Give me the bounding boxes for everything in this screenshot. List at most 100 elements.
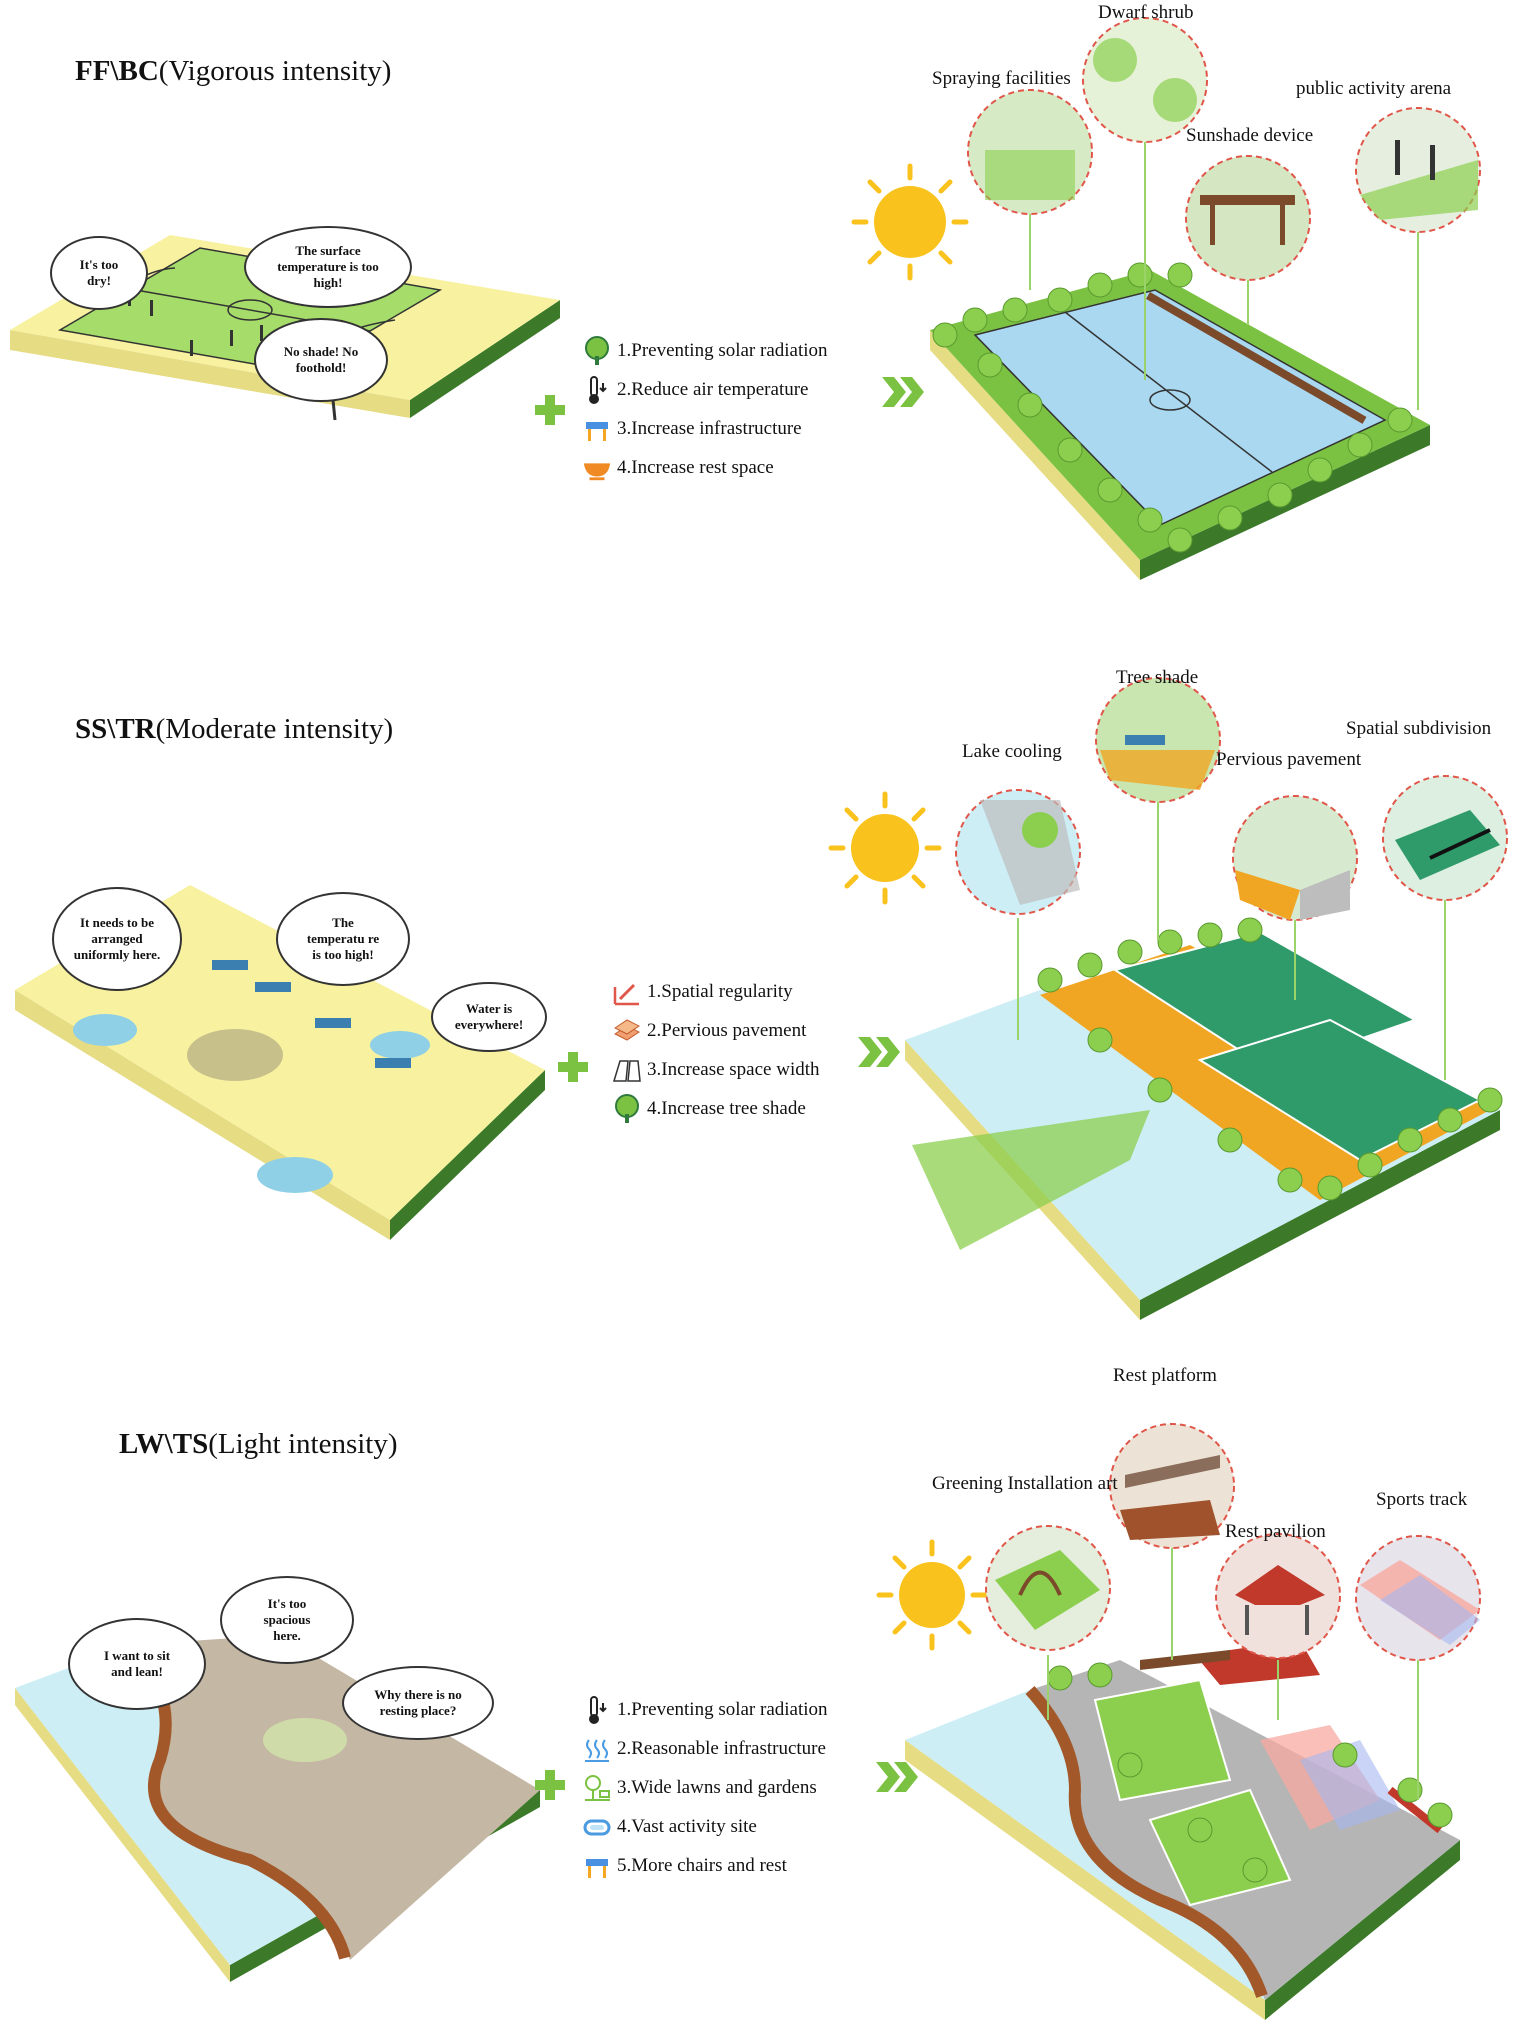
detail-circle	[1232, 795, 1358, 921]
measure-label: 2.Reasonable infrastructure	[617, 1737, 826, 1759]
section-light: LW\TS(Light intensity) I want to sit and…	[0, 1360, 1535, 2026]
callout-label: Rest platform	[1113, 1365, 1217, 1386]
detail-circle	[1355, 1535, 1481, 1661]
heat-waves-icon	[582, 1734, 612, 1764]
bubble-text: Why there is no resting place?	[374, 1686, 462, 1718]
measure-item: 4.Increase tree shade	[612, 1089, 820, 1128]
scene-moderate-after	[828, 677, 1508, 1320]
double-chevron-icon	[882, 377, 924, 407]
bubble-text: It's too spacious here.	[263, 1595, 311, 1644]
thought-bubble: It needs to be arranged uniformly here.	[52, 887, 182, 991]
track-icon	[582, 1812, 612, 1842]
measure-item: 4.Vast activity site	[582, 1807, 828, 1846]
title-intensity: (Light intensity)	[208, 1428, 398, 1460]
thought-bubble: The temperatu re is too high!	[276, 892, 410, 986]
callout-label: Spraying facilities	[932, 68, 1071, 89]
measure-item: 4.Increase rest space	[582, 448, 828, 487]
sun-icon	[828, 791, 942, 905]
bubble-text: It's too dry!	[79, 256, 119, 288]
measure-item: 2.Reduce air temperature	[582, 370, 828, 409]
measure-label: 3.Wide lawns and gardens	[617, 1776, 817, 1798]
plus-icon	[535, 395, 565, 425]
ruler-icon	[612, 977, 642, 1007]
measure-label: 1.Preventing solar radiation	[617, 339, 828, 361]
measure-item: 3.Wide lawns and gardens	[582, 1768, 828, 1807]
tree-icon	[582, 335, 612, 366]
section-moderate: SS\TR(Moderate intensity) It needs to be…	[0, 640, 1535, 1320]
measure-label: 2.Reduce air temperature	[617, 378, 809, 400]
measure-label: 1.Spatial regularity	[647, 980, 793, 1002]
callout-label: Dwarf shrub	[1098, 2, 1194, 23]
scene-light	[15, 1635, 540, 1982]
measure-label: 1.Preventing solar radiation	[617, 1698, 828, 1720]
thermometer-icon	[582, 375, 612, 405]
measures-list: 1.Preventing solar radiation 2.Reduce ai…	[582, 331, 828, 487]
bowl-icon	[582, 453, 612, 483]
detail-circle	[1215, 1533, 1341, 1659]
callout-label: Spatial subdivision	[1346, 718, 1492, 739]
detail-circle	[1109, 1423, 1235, 1549]
callout-label: Sports track	[1376, 1489, 1468, 1510]
detail-circle	[1382, 775, 1508, 901]
measure-label: 3.Increase space width	[647, 1058, 820, 1080]
bench-icon	[582, 414, 612, 444]
section-title: LW\TS(Light intensity)	[119, 1428, 398, 1461]
section-vigorous: FF\BC(Vigorous intensity) It's too dry! …	[0, 0, 1535, 620]
bubble-text: Water is everywhere!	[454, 1000, 524, 1032]
detail-circle	[967, 89, 1093, 215]
detail-circle	[955, 789, 1081, 915]
plus-icon	[535, 1770, 565, 1800]
bubble-text: No shade! No foothold!	[283, 343, 359, 375]
after-court-platform	[930, 262, 1430, 580]
title-intensity: (Vigorous intensity)	[158, 55, 392, 87]
double-chevron-icon	[876, 1762, 918, 1792]
callout-label: Lake cooling	[962, 741, 1062, 762]
detail-circle	[1185, 155, 1311, 281]
double-chevron-icon	[858, 1037, 900, 1067]
after-lake-platform	[905, 917, 1503, 1320]
plus-icon	[558, 1052, 588, 1082]
detail-circle	[1095, 677, 1221, 803]
bench-icon	[582, 1851, 612, 1881]
width-icon	[612, 1055, 642, 1085]
measures-list: 1.Spatial regularity 2.Pervious pavement…	[612, 972, 820, 1128]
measure-item: 3.Increase space width	[612, 1050, 820, 1089]
measure-label: 4.Increase rest space	[617, 456, 774, 478]
detail-circle	[1082, 17, 1208, 143]
title-intensity: (Moderate intensity)	[155, 713, 394, 745]
measure-label: 5.More chairs and rest	[617, 1854, 787, 1876]
after-park-platform	[905, 1640, 1460, 2020]
tree-icon	[612, 1093, 642, 1124]
thought-bubble: It's too spacious here.	[220, 1576, 354, 1664]
thought-bubble: Water is everywhere!	[431, 982, 547, 1052]
measure-item: 1.Preventing solar radiation	[582, 331, 828, 370]
measure-label: 4.Increase tree shade	[647, 1097, 806, 1119]
thermometer-icon	[582, 1695, 612, 1725]
sun-icon	[876, 1539, 988, 1651]
thought-bubble: It's too dry!	[50, 236, 148, 310]
title-code: LW\TS	[119, 1428, 209, 1460]
detail-circle	[1355, 107, 1481, 233]
measures-list: 1.Preventing solar radiation 2.Reasonabl…	[582, 1690, 828, 1885]
callout-label: Rest pavilion	[1225, 1521, 1326, 1542]
measure-item: 3.Increase infrastructure	[582, 409, 828, 448]
measure-label: 2.Pervious pavement	[647, 1019, 807, 1041]
garden-icon	[582, 1773, 612, 1803]
measure-item: 5.More chairs and rest	[582, 1846, 828, 1885]
thought-bubble: Why there is no resting place?	[342, 1666, 494, 1740]
title-code: SS\TR	[75, 713, 156, 745]
thought-bubble: The surface temperature is too high!	[244, 226, 412, 308]
callout-label: public activity arena	[1296, 78, 1452, 99]
bubble-text: The surface temperature is too high!	[277, 242, 379, 291]
measure-label: 4.Vast activity site	[617, 1815, 757, 1837]
measure-label: 3.Increase infrastructure	[617, 417, 802, 439]
bubble-text: The temperatu re is too high!	[306, 914, 380, 963]
bubble-text: It needs to be arranged uniformly here.	[73, 914, 161, 963]
scene-vigorous-after	[851, 17, 1481, 580]
before-paved-platform	[15, 1635, 540, 1982]
sun-icon	[851, 163, 969, 281]
measure-item: 1.Spatial regularity	[612, 972, 820, 1011]
measure-item: 2.Reasonable infrastructure	[582, 1729, 828, 1768]
measure-item: 1.Preventing solar radiation	[582, 1690, 828, 1729]
detail-circle	[985, 1525, 1111, 1651]
